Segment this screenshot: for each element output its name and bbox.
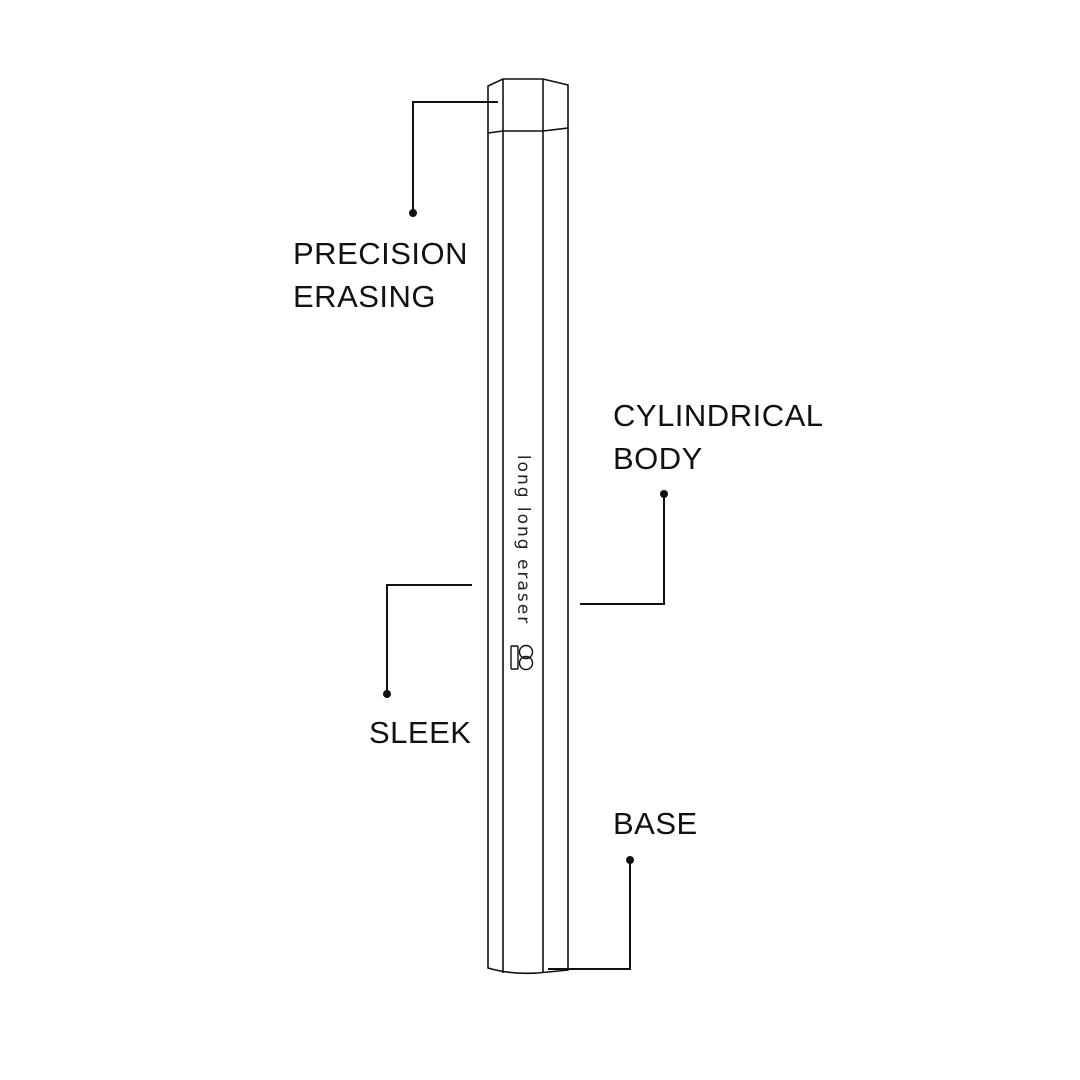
callout-line: BASE <box>613 806 698 841</box>
callout-line: SLEEK <box>369 715 472 750</box>
eraser-body <box>487 128 569 975</box>
callout-precision-erasing: PRECISION ERASING <box>293 232 468 318</box>
leader-base <box>548 860 631 970</box>
callout-sleek: SLEEK <box>369 711 471 754</box>
brand-text: long long eraser <box>513 454 533 626</box>
dot-precision <box>409 209 417 217</box>
dot-base <box>626 856 634 864</box>
callout-line: PRECISION <box>293 236 469 271</box>
callout-line: ERASING <box>293 279 437 314</box>
callout-line: CYLINDRICAL <box>613 398 824 433</box>
dot-cylindrical <box>660 490 668 498</box>
callout-cylindrical-body: CYLINDRICAL BODY <box>613 394 824 480</box>
callout-base: BASE <box>613 802 698 845</box>
double-loop-logo-icon <box>510 644 534 671</box>
leader-cylindrical <box>580 494 665 605</box>
callout-line: BODY <box>613 441 703 476</box>
leader-precision <box>412 101 498 213</box>
eraser-cap <box>487 78 569 134</box>
leader-sleek <box>386 584 472 694</box>
dot-sleek <box>383 690 391 698</box>
